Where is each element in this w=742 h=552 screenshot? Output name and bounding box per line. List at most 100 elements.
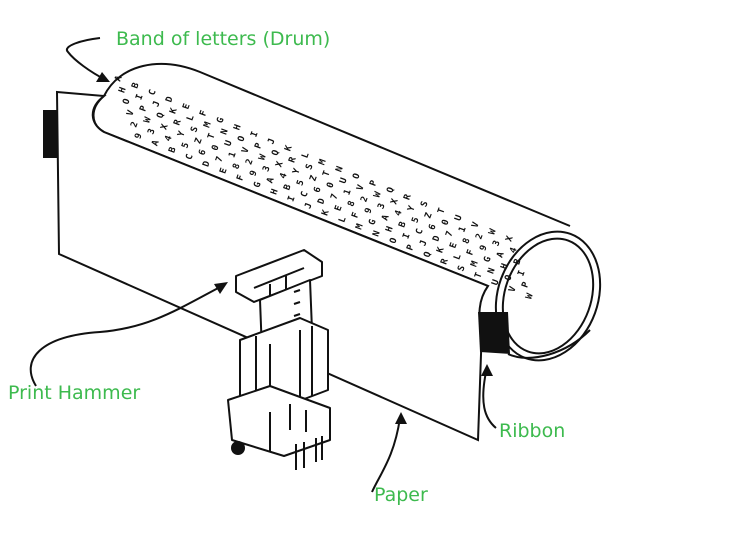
drum-letter-mark: F [350, 211, 361, 220]
drum-letter-mark: B [512, 257, 523, 266]
drum-letter-mark: 0 [325, 181, 336, 190]
drum-letter-mark: E [218, 167, 229, 176]
drum-letter-mark: Y [406, 204, 417, 213]
drum-letter-mark: B [282, 183, 293, 192]
drum-letter-mark: U [223, 139, 234, 148]
drum-letter-mark: X [159, 122, 170, 131]
drum-letter-mark: G [215, 116, 226, 125]
drum-letter-mark: O [121, 97, 132, 106]
drum-letter-mark: 3 [376, 202, 387, 211]
drum-letter-mark: U [338, 177, 349, 186]
ribbon-label: Ribbon [499, 420, 566, 442]
drum-letter-mark: 9 [478, 244, 489, 253]
drum-letter-mark: I [249, 130, 260, 139]
drum-letter-mark: 4 [163, 134, 174, 143]
drum-letter-mark: J [303, 202, 314, 211]
drum-letter-mark: C [147, 88, 158, 97]
drum-letters: ABCDEFGHIJKLMNOPQRSTUVWXHIJKLMNOPQRSTUVW… [113, 74, 535, 301]
drum-letter-mark: H [499, 262, 510, 271]
hammer-base [227, 385, 331, 457]
drum-letter-mark: D [431, 234, 442, 243]
drum-letter-mark: I [516, 269, 527, 278]
drum-letter-mark: W [372, 190, 383, 199]
drum-letter-mark: F [198, 109, 209, 118]
drum-letter-mark: F [235, 174, 246, 183]
drum-letter-mark: W [487, 227, 498, 236]
drum-letter-mark: R [439, 257, 450, 266]
drum-letter-mark: C [184, 153, 195, 162]
ribbon-arrowhead [481, 364, 493, 376]
drum-letter-mark: N [486, 267, 497, 276]
drum-letter-mark: 8 [461, 237, 472, 246]
drum-letter-mark: 4 [508, 246, 519, 255]
drum-letter-mark: K [435, 245, 446, 254]
drum-letter-mark: 4 [278, 171, 289, 180]
drum-letter-mark: A [380, 213, 391, 222]
drum-letter-mark: D [201, 159, 212, 168]
drum-letter-mark: 8 [231, 162, 242, 171]
drum-letter-mark: J [151, 100, 162, 109]
drum-letter-mark: 9 [363, 207, 374, 216]
drum-letter-mark: 3 [146, 128, 157, 137]
drum-letter-mark: H [269, 188, 280, 197]
drum-letter-mark: W [142, 115, 153, 124]
drum-letter-mark: D [316, 197, 327, 206]
hammer-stem-holes [293, 289, 301, 317]
drum-letter-mark: M [202, 120, 213, 129]
drum-letter-mark: A [495, 250, 506, 259]
drum-letter-mark: S [304, 163, 315, 172]
drum-letter-mark: W [524, 292, 535, 301]
drum-letter-mark: P [520, 280, 531, 289]
drum-letter-mark: K [283, 144, 294, 153]
hammer-screw [231, 441, 245, 455]
drum-letter-mark: 2 [359, 195, 370, 204]
drum-letter-mark: E [181, 102, 192, 111]
paper-arrowhead [395, 412, 407, 424]
drum-end-inner [501, 237, 595, 355]
arrowheads [96, 72, 493, 424]
drum-letter-mark: Q [155, 111, 166, 120]
drum-arrow [65, 37, 107, 81]
drum-letter-mark: 1 [457, 225, 468, 234]
drum-letter-mark: X [389, 197, 400, 206]
drum-letter-mark: L [337, 215, 348, 224]
drum-letter-mark: R [402, 192, 413, 201]
drum-letter-mark: 7 [329, 193, 340, 202]
ribbon-arrow [482, 371, 497, 429]
drum-letter-mark: B [397, 220, 408, 229]
drum-letter-mark: K [320, 208, 331, 217]
drum-letter-mark: E [333, 204, 344, 213]
hammer-body-detail [255, 326, 313, 410]
print-hammer [227, 249, 331, 470]
drum-letter-mark: S [419, 200, 430, 209]
drum-letter-mark: Q [270, 148, 281, 157]
drum-letter-mark: C [299, 190, 310, 199]
drum-letter-mark: S [189, 125, 200, 134]
drum-letter-mark: X [274, 160, 285, 169]
drum-letter-mark: F [465, 248, 476, 257]
drum-letter-mark: J [418, 239, 429, 248]
drum-letter-mark: U [453, 214, 464, 223]
drum-letter-mark: G [482, 255, 493, 264]
paper-arrow [371, 417, 401, 493]
drum-letter-mark: 3 [261, 165, 272, 174]
drum-letter-mark: A [150, 138, 161, 147]
drum-letter-mark: 7 [214, 155, 225, 164]
drum-letter-mark: P [405, 243, 416, 252]
drum-letter-mark: Y [176, 129, 187, 138]
drum-letter-mark: N [334, 165, 345, 174]
drum-letter-mark: 2 [474, 232, 485, 241]
drum-letter-mark: A [113, 74, 124, 83]
drum-letter-mark: 4 [393, 208, 404, 217]
drum-letter-mark: U [490, 278, 501, 287]
drum-letter-mark: 9 [248, 169, 259, 178]
paper-label: Paper [374, 484, 428, 506]
drum-letter-mark: I [401, 232, 412, 241]
drum-letter-mark: T [436, 206, 447, 215]
drum-letter-mark: G [367, 218, 378, 227]
drum-letter-mark: R [172, 118, 183, 127]
drum-letter-mark: I [134, 93, 145, 102]
drum-letter-mark: V [470, 220, 481, 229]
